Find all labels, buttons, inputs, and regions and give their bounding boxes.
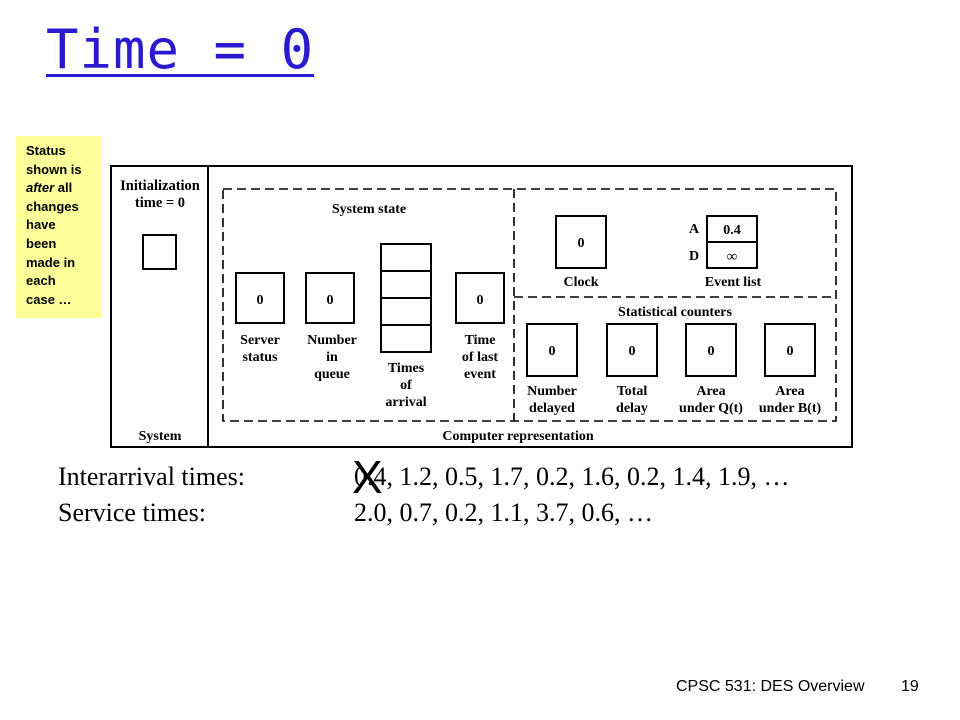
counter-area-b-value: 0: [787, 344, 794, 359]
computer-region: [222, 188, 837, 422]
server-status-label: status: [242, 350, 278, 365]
computer-rep-label: Computer representation: [442, 429, 593, 444]
counter-area-b-box: [764, 323, 816, 377]
event-list-key-a: A: [689, 222, 700, 237]
service-values: 2.0, 0.7, 0.2, 1.1, 3.7, 0.6, …: [354, 498, 653, 527]
arrival-times-label: of: [400, 378, 412, 393]
server-status-value: 0: [257, 293, 264, 308]
queue-count-label: Number: [307, 333, 357, 348]
counter-area-q-label: Area: [696, 384, 725, 399]
queue-count-box: [305, 272, 355, 324]
counter-area-q-label: under Q(t): [679, 401, 743, 416]
cross-out-mark: X: [352, 451, 383, 503]
event-list-label: Event list: [705, 275, 762, 290]
init-label-1: Initialization: [120, 178, 200, 194]
note-line: case …: [26, 291, 72, 307]
last-event-box: [455, 272, 505, 324]
arrival-times-label: Times: [388, 361, 425, 376]
clock-value: 0: [578, 236, 585, 251]
note-line: Status: [26, 143, 66, 158]
note-emphasis: after: [26, 180, 55, 196]
counter-delayed-box: [526, 323, 578, 377]
page-number: 19: [901, 678, 919, 695]
note-line: each: [26, 273, 56, 289]
counter-area-b-label: under B(t): [759, 401, 822, 416]
event-list-d-value: ∞: [727, 249, 738, 265]
status-note: Status shown is after all changes have b…: [16, 136, 102, 318]
footer-course: CPSC 531: DES Overview: [676, 678, 865, 695]
clock-box: [555, 215, 607, 269]
queue-count-value: 0: [327, 293, 334, 308]
event-list-a-value: 0.4: [723, 223, 741, 238]
counter-area-q-box: [685, 323, 737, 377]
counter-delayed-value: 0: [549, 344, 556, 359]
interarrival-values: 0.4, 1.2, 0.5, 1.7, 0.2, 1.6, 0.2, 1.4, …: [354, 462, 790, 491]
note-line: after all: [26, 179, 98, 198]
last-event-label: of last: [462, 350, 499, 365]
counter-area-q-value: 0: [708, 344, 715, 359]
outer-frame: [110, 165, 853, 448]
system-state-label: System state: [332, 202, 406, 217]
counter-delayed-label: Number: [527, 384, 577, 399]
server-status-label: Server: [240, 333, 280, 348]
last-event-label: event: [464, 367, 496, 382]
interarrival-label: Interarrival times:: [58, 462, 245, 491]
note-line: have: [26, 217, 56, 233]
last-event-label: Time: [465, 333, 496, 348]
system-label: System: [139, 429, 182, 444]
counter-total-delay-label: delay: [616, 401, 648, 416]
arrival-times-label: arrival: [385, 395, 426, 410]
counter-delayed-label: delayed: [529, 401, 575, 416]
note-line: changes: [26, 198, 79, 214]
queue-count-label: queue: [314, 367, 350, 382]
system-box: [142, 234, 177, 270]
event-list-key-d: D: [689, 249, 699, 264]
note-line: been: [26, 235, 57, 251]
last-event-value: 0: [477, 293, 484, 308]
queue-count-label: in: [326, 350, 338, 365]
note-line: made in: [26, 254, 76, 270]
counter-area-b-label: Area: [775, 384, 804, 399]
note-line-rest: all: [54, 180, 73, 196]
counter-total-delay-box: [606, 323, 658, 377]
counter-total-delay-label: Total: [617, 384, 648, 399]
init-label-2: time = 0: [135, 195, 185, 211]
slide-title: Time = 0: [46, 18, 315, 81]
counter-total-delay-value: 0: [629, 344, 636, 359]
statistical-counters-label: Statistical counters: [618, 305, 732, 320]
service-label: Service times:: [58, 498, 207, 527]
clock-label: Clock: [564, 275, 599, 290]
note-line: shown is: [26, 161, 82, 177]
server-status-box: [235, 272, 285, 324]
